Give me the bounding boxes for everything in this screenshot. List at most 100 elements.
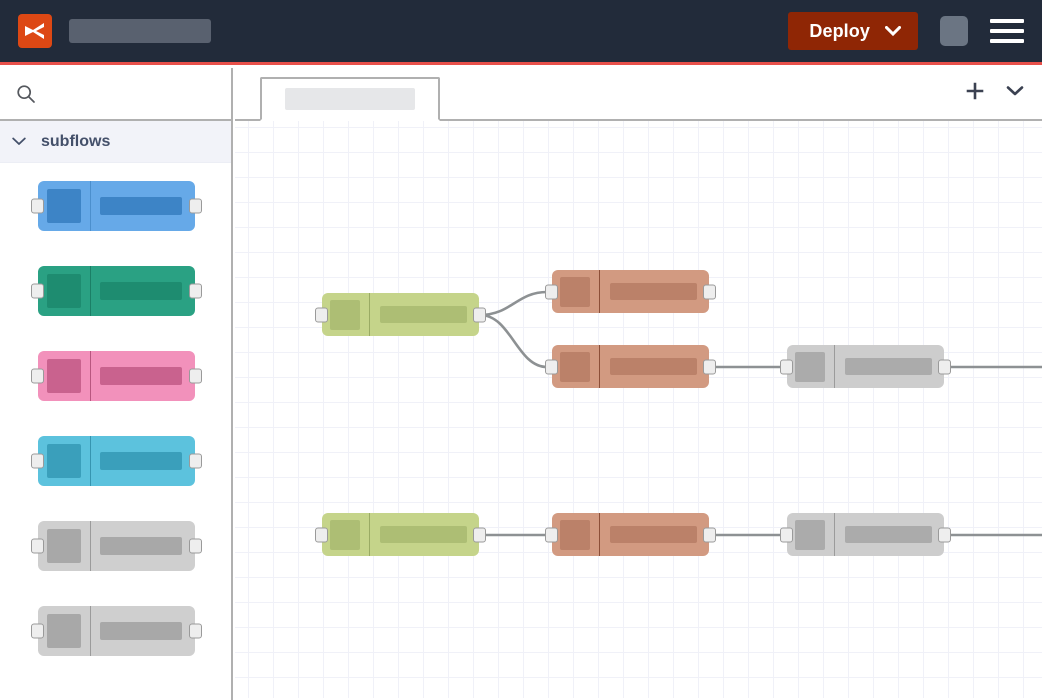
node-body: [38, 606, 195, 656]
hamburger-menu-icon[interactable]: [990, 16, 1024, 46]
menu-bar-1: [990, 19, 1024, 23]
wire-green-to-salmon-b[interactable]: [479, 313, 548, 369]
node-icon-box: [795, 351, 825, 382]
flow-node-green-bottom[interactable]: [315, 513, 486, 556]
flow-wires: [479, 290, 1042, 537]
node-body: [552, 345, 709, 388]
node-output-port[interactable]: [189, 283, 202, 299]
node-divider: [599, 513, 600, 556]
flow-node-grey-top[interactable]: [780, 345, 951, 388]
chevron-down-icon: [885, 25, 901, 36]
flow-tab-label: [285, 88, 415, 110]
node-output-port[interactable]: [473, 527, 486, 542]
node-output-port[interactable]: [473, 307, 486, 322]
user-avatar-button[interactable]: [940, 16, 968, 46]
node-output-port[interactable]: [189, 538, 202, 554]
node-icon-box: [47, 444, 81, 478]
node-output-port[interactable]: [938, 359, 951, 374]
chevron-down-icon[interactable]: [1006, 85, 1024, 97]
palette-search-row[interactable]: [0, 68, 231, 121]
plus-icon[interactable]: [966, 82, 984, 100]
palette-node-blue[interactable]: [31, 181, 202, 231]
deploy-button-label: Deploy: [809, 20, 870, 41]
node-divider: [599, 270, 600, 313]
node-output-port[interactable]: [703, 527, 716, 542]
node-output-port[interactable]: [703, 359, 716, 374]
flow-node-salmon-c[interactable]: [545, 513, 716, 556]
node-label: [380, 306, 467, 323]
node-label: [610, 526, 697, 543]
node-output-port[interactable]: [189, 368, 202, 384]
flow-node-salmon-b[interactable]: [545, 345, 716, 388]
menu-bar-3: [990, 39, 1024, 43]
node-input-port[interactable]: [31, 453, 44, 469]
node-output-port[interactable]: [938, 527, 951, 542]
wire-green-to-salmon-a[interactable]: [479, 290, 548, 317]
node-body: [787, 513, 944, 556]
palette-node-teal[interactable]: [31, 436, 202, 486]
node-divider: [834, 513, 835, 556]
flow-tab-active[interactable]: [260, 77, 440, 121]
palette-node-grey-1[interactable]: [31, 521, 202, 571]
palette-node-pink[interactable]: [31, 351, 202, 401]
flow-tab-bar: [235, 68, 1042, 121]
node-output-port[interactable]: [189, 198, 202, 214]
node-input-port[interactable]: [315, 527, 328, 542]
node-label: [100, 622, 182, 640]
app-header: Deploy: [0, 0, 1042, 65]
menu-bar-2: [990, 29, 1024, 33]
palette-category-subflows[interactable]: subflows: [0, 121, 231, 163]
flow-node-salmon-a[interactable]: [545, 270, 716, 313]
flow-node-green-top[interactable]: [315, 293, 486, 336]
node-body: [38, 521, 195, 571]
node-input-port[interactable]: [315, 307, 328, 322]
workspace: [235, 68, 1042, 700]
node-body: [322, 513, 479, 556]
node-icon-box: [47, 359, 81, 393]
node-divider: [90, 266, 91, 316]
palette-node-grey-2[interactable]: [31, 606, 202, 656]
node-icon-box: [47, 274, 81, 308]
node-label: [845, 358, 932, 375]
flow-node-grey-bottom[interactable]: [780, 513, 951, 556]
node-output-port[interactable]: [189, 453, 202, 469]
tab-actions: [966, 82, 1024, 100]
node-divider: [90, 351, 91, 401]
node-input-port[interactable]: [31, 198, 44, 214]
node-input-port[interactable]: [545, 527, 558, 542]
node-icon-box: [47, 529, 81, 563]
node-icon-box: [47, 614, 81, 648]
node-body: [38, 351, 195, 401]
node-icon-box: [795, 519, 825, 550]
node-label: [100, 452, 182, 470]
node-input-port[interactable]: [545, 284, 558, 299]
node-label: [845, 526, 932, 543]
node-label: [100, 537, 182, 555]
node-input-port[interactable]: [31, 538, 44, 554]
node-icon-box: [330, 519, 360, 550]
node-input-port[interactable]: [31, 283, 44, 299]
node-output-port[interactable]: [703, 284, 716, 299]
node-label: [380, 526, 467, 543]
node-body: [552, 513, 709, 556]
node-input-port[interactable]: [545, 359, 558, 374]
node-icon-box: [47, 189, 81, 223]
flow-canvas[interactable]: [235, 121, 1042, 698]
node-divider: [90, 606, 91, 656]
node-label: [610, 283, 697, 300]
node-body: [322, 293, 479, 336]
palette-node-green[interactable]: [31, 266, 202, 316]
node-input-port[interactable]: [31, 623, 44, 639]
node-divider: [90, 181, 91, 231]
deploy-button[interactable]: Deploy: [788, 12, 918, 50]
node-input-port[interactable]: [31, 368, 44, 384]
node-input-port[interactable]: [780, 527, 793, 542]
node-label: [100, 282, 182, 300]
node-icon-box: [560, 276, 590, 307]
node-label: [100, 197, 182, 215]
app-title: [69, 19, 211, 43]
node-icon-box: [560, 519, 590, 550]
node-output-port[interactable]: [189, 623, 202, 639]
node-divider: [90, 521, 91, 571]
node-input-port[interactable]: [780, 359, 793, 374]
